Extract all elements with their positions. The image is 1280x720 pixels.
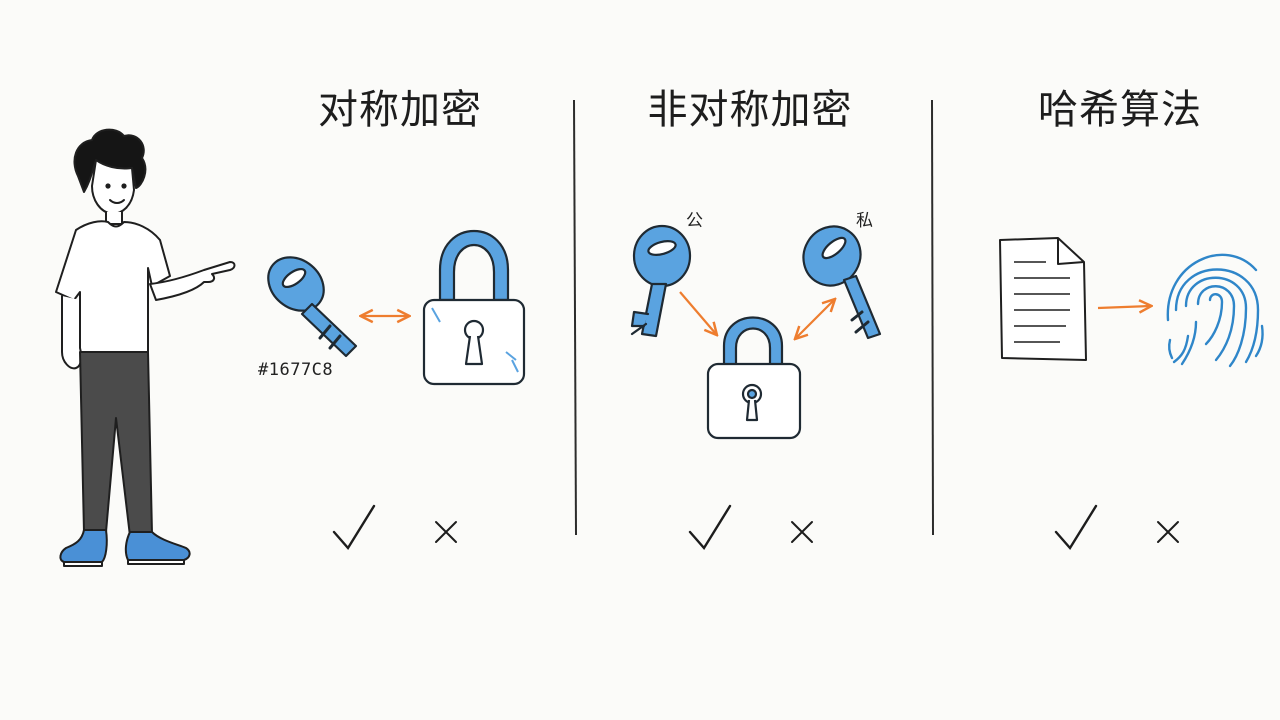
person-pants bbox=[79, 351, 153, 537]
person-pointing bbox=[55, 128, 236, 567]
private-key-arrow bbox=[796, 300, 834, 338]
public-key-arrow bbox=[679, 291, 716, 334]
asymmetric-check-icon bbox=[688, 504, 732, 551]
person-face bbox=[91, 159, 135, 215]
symmetric-padlock-icon bbox=[422, 229, 526, 386]
hash-check-icon bbox=[1054, 504, 1098, 551]
asymmetric-cross-icon bbox=[791, 521, 813, 543]
hash-cross-icon bbox=[1157, 521, 1179, 543]
person-shoe-right bbox=[124, 531, 191, 561]
document-icon bbox=[999, 237, 1087, 361]
symmetric-key-code: #1677C8 bbox=[258, 360, 334, 380]
fingerprint-icon bbox=[1166, 253, 1264, 368]
public-key-label: 公 bbox=[686, 211, 703, 231]
hash-arrow bbox=[1097, 306, 1150, 308]
asymmetric-padlock-icon bbox=[706, 316, 802, 440]
person-shirt bbox=[55, 220, 171, 355]
symmetric-cross-icon bbox=[435, 521, 457, 543]
divider-right bbox=[931, 99, 934, 536]
symmetric-check-icon bbox=[332, 504, 376, 551]
person-shoe-left bbox=[59, 529, 108, 563]
symmetric-key-icon bbox=[267, 256, 358, 358]
divider-left bbox=[573, 99, 577, 536]
asymmetric-title: 非对称加密 bbox=[647, 87, 853, 133]
public-key-icon bbox=[630, 224, 692, 338]
private-key-label: 私 bbox=[856, 211, 873, 231]
private-key-icon bbox=[802, 225, 882, 340]
symmetric-title: 对称加密 bbox=[318, 87, 482, 133]
hash-title: 哈希算法 bbox=[1038, 87, 1202, 133]
